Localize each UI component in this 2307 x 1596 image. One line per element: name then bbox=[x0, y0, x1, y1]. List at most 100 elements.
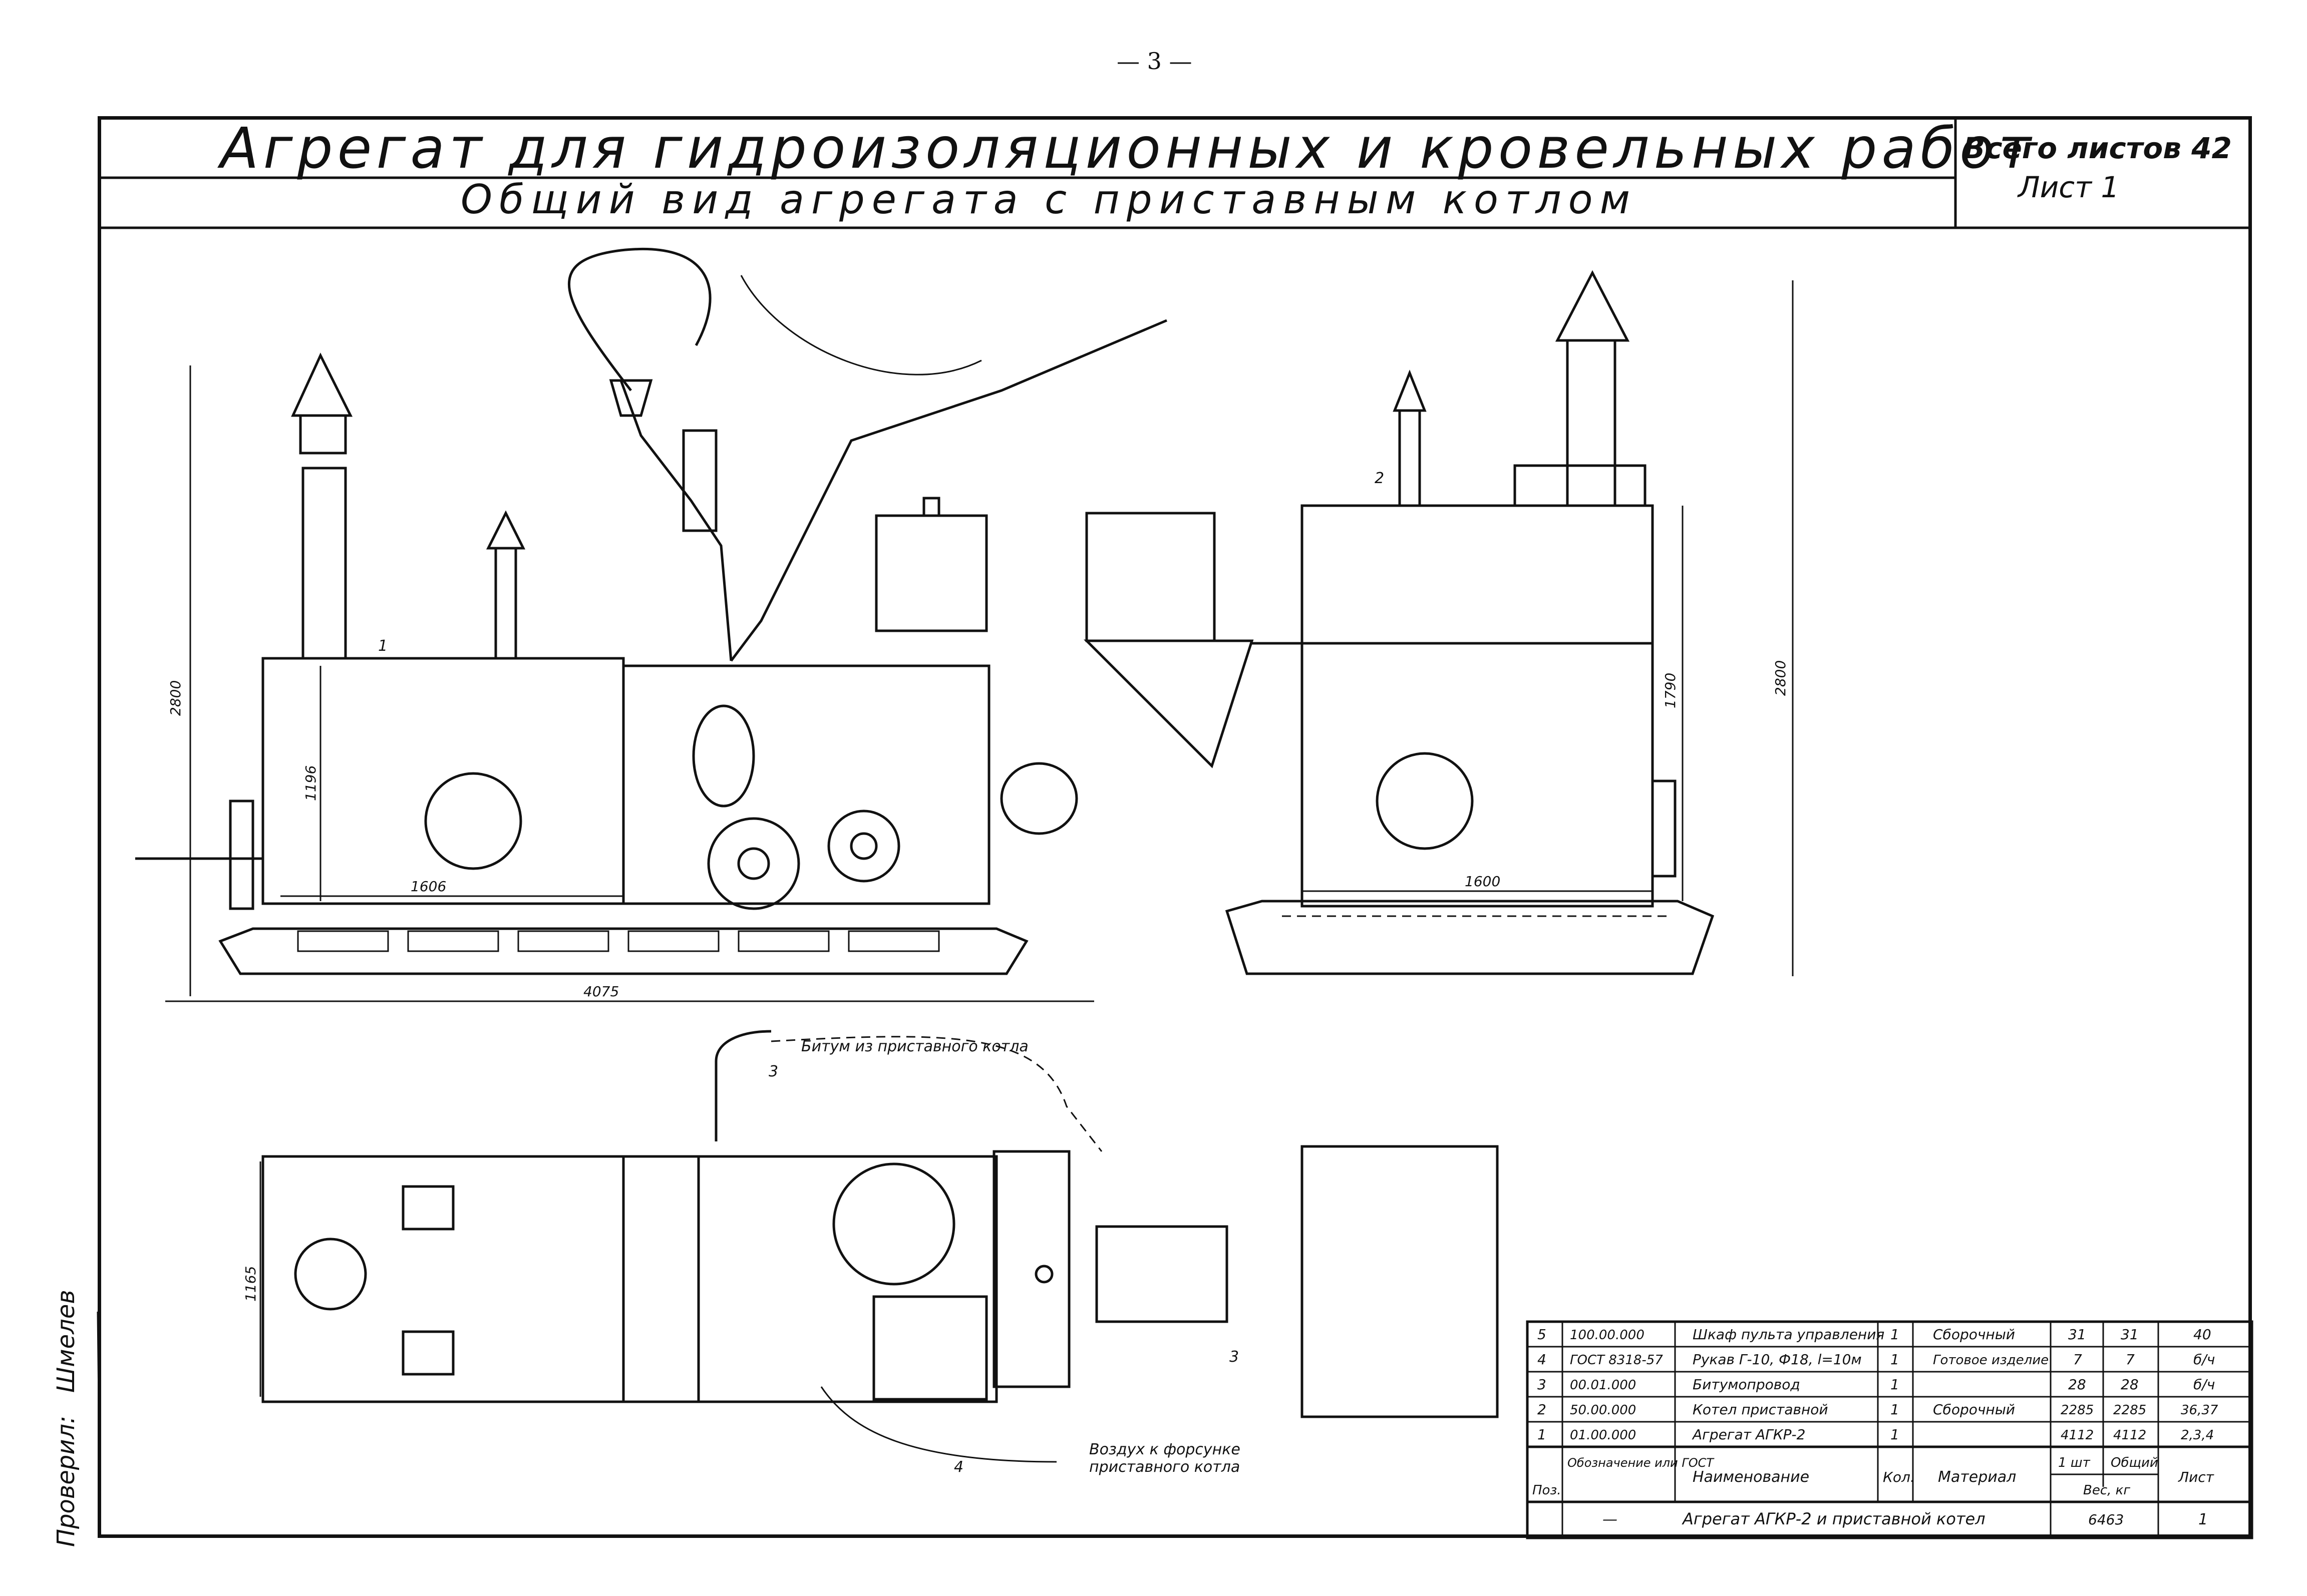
skid-slot-6 bbox=[848, 930, 940, 952]
row2-pos: 2 bbox=[1537, 1401, 1546, 1418]
callout-pos-1: 1 bbox=[378, 637, 388, 655]
row1-w1: 4112 bbox=[2061, 1428, 2094, 1443]
row1-sheet: 2,3,4 bbox=[2181, 1428, 2214, 1443]
header-name: Наименование bbox=[1693, 1468, 1809, 1486]
callout-pos-3b: 3 bbox=[1229, 1348, 1239, 1366]
row2-name: Котел приставной bbox=[1693, 1401, 1828, 1418]
drawing-title: Агрегат для гидроизоляционных и кровельн… bbox=[220, 116, 2036, 181]
callout-pos-3a: 3 bbox=[769, 1063, 778, 1080]
header-pos: Поз. bbox=[1532, 1483, 1561, 1498]
motor-pulley bbox=[707, 817, 800, 910]
hose-lance-2 bbox=[730, 319, 1167, 662]
end-burner-flange bbox=[1651, 779, 1677, 878]
row3-w2: 28 bbox=[2121, 1376, 2139, 1393]
row3-pos: 3 bbox=[1537, 1376, 1546, 1393]
row4-w1: 7 bbox=[2073, 1351, 2082, 1368]
vent-pipe bbox=[494, 547, 517, 660]
plan-boiler bbox=[261, 1155, 700, 1403]
plan-end-box bbox=[993, 1150, 1071, 1388]
footer-sheet: 1 bbox=[2198, 1511, 2208, 1528]
air-note-line-1: Воздух к форсунке bbox=[1089, 1441, 1240, 1458]
header-designation: Обозначение или ГОСТ bbox=[1567, 1456, 1715, 1470]
hose-loop bbox=[567, 247, 712, 391]
row5-pos: 5 bbox=[1537, 1326, 1546, 1343]
row1-pos: 1 bbox=[1537, 1426, 1546, 1443]
dim-tank-length: 1606 bbox=[411, 878, 446, 895]
equipment-bay bbox=[622, 664, 991, 905]
page-number: — 3 — bbox=[1117, 48, 1192, 75]
header-qty: Кол. bbox=[1883, 1469, 1915, 1485]
hose-lance-1 bbox=[619, 380, 733, 661]
end-vent bbox=[1398, 409, 1421, 507]
header-weight-unit: 1 шт bbox=[2058, 1455, 2091, 1470]
header-weight-label: Вес, кг bbox=[2083, 1483, 2130, 1498]
row4-name: Рукав Г-10, Ф18, l=10м bbox=[1693, 1351, 1862, 1368]
row2-w2: 2285 bbox=[2113, 1403, 2146, 1418]
manhole-circle bbox=[424, 772, 522, 870]
burner-flange bbox=[229, 800, 254, 910]
skid-slot-2 bbox=[407, 930, 499, 952]
row2-designation: 50.00.000 bbox=[1570, 1403, 1636, 1418]
fuel-tank-cap bbox=[922, 497, 940, 517]
callout-pos-2: 2 bbox=[1375, 470, 1384, 487]
row4-pos: 4 bbox=[1537, 1351, 1546, 1368]
end-boiler-body bbox=[1300, 504, 1654, 908]
row5-name: Шкаф пульта управления bbox=[1693, 1326, 1884, 1343]
sheet-number: Лист 1 bbox=[2018, 170, 2120, 204]
end-manhole bbox=[1376, 752, 1474, 850]
row4-sheet: б/ч bbox=[2193, 1351, 2215, 1368]
row1-qty: 1 bbox=[1890, 1426, 1899, 1443]
chimney bbox=[301, 467, 347, 660]
row2-qty: 1 bbox=[1890, 1401, 1899, 1418]
chimney-collar bbox=[299, 414, 347, 455]
row5-material: Сборочный bbox=[1933, 1326, 2015, 1343]
end-tank-bracket bbox=[1083, 639, 1254, 768]
row3-sheet: б/ч bbox=[2193, 1376, 2215, 1393]
air-receiver bbox=[1000, 762, 1078, 835]
row2-w1: 2285 bbox=[2061, 1403, 2094, 1418]
row2-sheet: 36,37 bbox=[2181, 1403, 2218, 1418]
end-view bbox=[1083, 270, 1794, 976]
motor-hub bbox=[737, 847, 770, 880]
row4-qty: 1 bbox=[1890, 1351, 1899, 1368]
row5-sheet: 40 bbox=[2193, 1326, 2211, 1343]
parts-table: 5 100.00.000 Шкаф пульта управления 1 Сб… bbox=[1526, 1320, 2253, 1539]
drawing-frame bbox=[98, 116, 2252, 1538]
plan-view bbox=[259, 1030, 1499, 1463]
row3-qty: 1 bbox=[1890, 1376, 1899, 1393]
dim-plan-width: 1165 bbox=[242, 1266, 259, 1302]
dim-end-tank-height: 1790 bbox=[1662, 673, 1679, 708]
vent-cap bbox=[486, 510, 526, 550]
row4-designation: ГОСТ 8318-57 bbox=[1570, 1353, 1663, 1368]
footer-weight: 6463 bbox=[2088, 1511, 2124, 1528]
compressor-pulley bbox=[827, 810, 900, 883]
pump-bellows bbox=[692, 704, 755, 808]
dim-side-length: 4075 bbox=[583, 983, 619, 1000]
footer-name: Агрегат АГКР-2 и приставной котел bbox=[1682, 1509, 1986, 1528]
callout-pos-4: 4 bbox=[954, 1458, 963, 1476]
row1-designation: 01.00.000 bbox=[1570, 1428, 1636, 1443]
row3-name: Битумопровод bbox=[1693, 1376, 1800, 1393]
footer-designation: — bbox=[1602, 1511, 1617, 1528]
plan-fuel-tank bbox=[832, 1162, 955, 1286]
row5-designation: 100.00.000 bbox=[1570, 1328, 1644, 1343]
row5-qty: 1 bbox=[1890, 1326, 1899, 1343]
end-chimney bbox=[1566, 339, 1616, 507]
plan-side-tank bbox=[1095, 1225, 1228, 1323]
skid-frame bbox=[218, 927, 1029, 975]
fuel-tank bbox=[875, 514, 988, 632]
plan-cabinet bbox=[872, 1295, 988, 1401]
plan-equipment-bay bbox=[622, 1155, 998, 1403]
row1-name: Агрегат АГКР-2 bbox=[1692, 1426, 1805, 1443]
row3-w1: 28 bbox=[2068, 1376, 2086, 1393]
dim-tank-height: 1196 bbox=[302, 765, 319, 801]
chimney-cap bbox=[291, 352, 353, 417]
plan-end-boiler bbox=[1300, 1145, 1499, 1418]
row1-w2: 4112 bbox=[2113, 1428, 2146, 1443]
skid-slot-5 bbox=[738, 930, 830, 952]
parts-table-border bbox=[1526, 1320, 2253, 1539]
header-weight-total: Общий bbox=[2111, 1455, 2158, 1470]
skid-slot-3 bbox=[517, 930, 609, 952]
end-chimney-cap bbox=[1555, 270, 1630, 342]
